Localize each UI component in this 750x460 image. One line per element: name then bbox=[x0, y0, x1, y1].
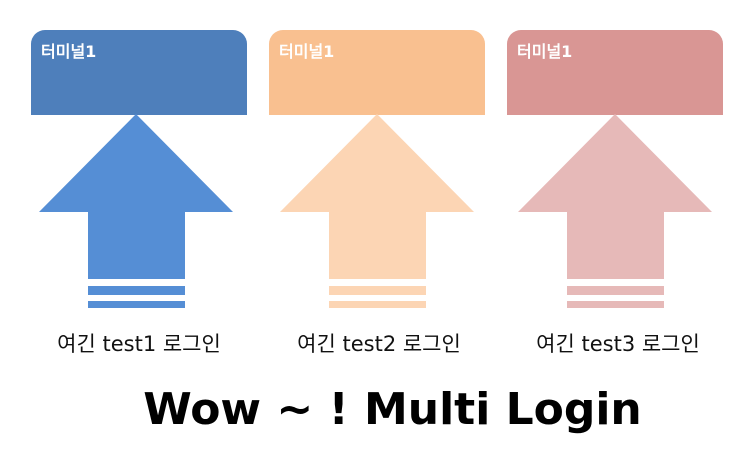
caption-test3: 여긴 test3 로그인 bbox=[536, 332, 700, 356]
terminal-label-2: 터미널1 bbox=[279, 42, 335, 61]
caption-test1: 여긴 test1 로그인 bbox=[57, 332, 221, 356]
up-arrow-3-stripe-2 bbox=[567, 301, 664, 308]
terminal-box-3: 터미널1 bbox=[507, 30, 723, 115]
up-arrow-1-body bbox=[39, 114, 233, 279]
terminal-label-3: 터미널1 bbox=[517, 42, 573, 61]
up-arrow-3-stripe-1 bbox=[567, 286, 664, 295]
up-arrow-2-stripe-1 bbox=[329, 286, 426, 295]
caption-test2: 여긴 test2 로그인 bbox=[297, 332, 461, 356]
terminal-box-1: 터미널1 bbox=[31, 30, 247, 115]
headline: Wow ~ ! Multi Login bbox=[143, 384, 642, 435]
up-arrow-1-stripe-1 bbox=[88, 286, 185, 295]
up-arrow-2 bbox=[280, 114, 474, 308]
terminal-box-2: 터미널1 bbox=[269, 30, 485, 115]
up-arrow-1 bbox=[39, 114, 233, 308]
up-arrow-3-body bbox=[518, 114, 712, 279]
up-arrow-1-stripe-2 bbox=[88, 301, 185, 308]
up-arrow-2-body bbox=[280, 114, 474, 279]
up-arrow-3 bbox=[518, 114, 712, 308]
terminal-label-1: 터미널1 bbox=[41, 42, 97, 61]
up-arrow-2-stripe-2 bbox=[329, 301, 426, 308]
